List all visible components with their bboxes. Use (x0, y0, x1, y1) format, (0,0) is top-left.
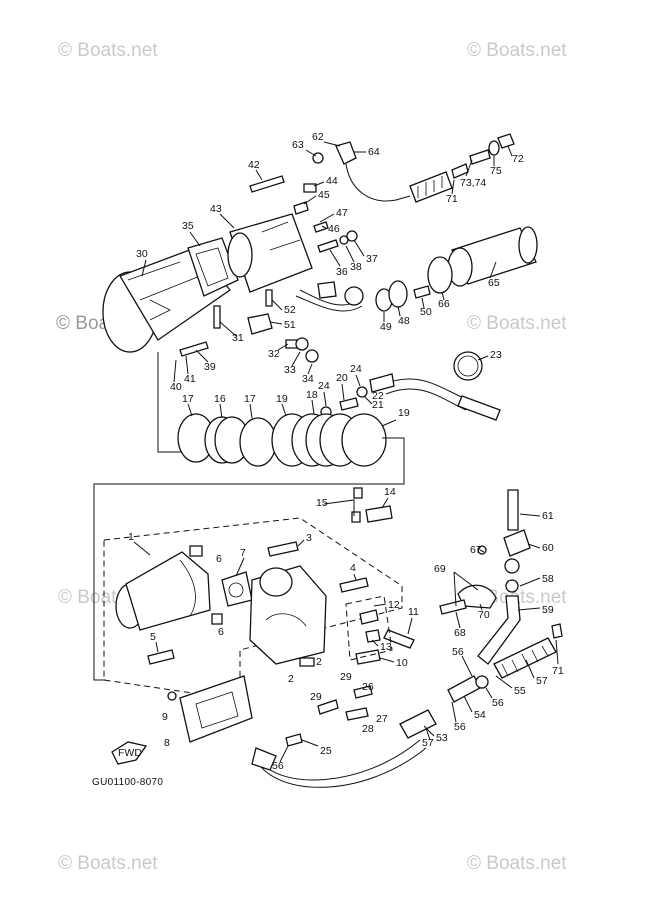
callout: 39 (204, 361, 216, 373)
callout: 31 (232, 332, 244, 344)
callout: 68 (454, 627, 466, 639)
callout: 61 (542, 510, 554, 522)
callout: 29 (310, 691, 322, 703)
callout: 10 (396, 657, 408, 669)
callout: 14 (384, 486, 396, 498)
callout: 7 (240, 547, 246, 559)
callout: 36 (336, 266, 348, 278)
callout: 63 (292, 139, 304, 151)
callout: 59 (542, 604, 554, 616)
callout: 38 (350, 261, 362, 273)
callout: 44 (326, 175, 338, 187)
callout: 25 (320, 745, 332, 757)
callout: 58 (542, 573, 554, 585)
callout: 56 (272, 760, 284, 772)
callout: 46 (328, 223, 340, 235)
watermark: © Boats.net (58, 40, 158, 61)
callout: 3 (306, 532, 312, 544)
callout: 33 (284, 364, 296, 376)
callout: 9 (162, 711, 168, 723)
callout: 2 (316, 656, 322, 668)
callout: 73,74 (460, 177, 486, 189)
callout: 23 (490, 349, 502, 361)
fwd-label: FWD (118, 747, 142, 759)
exhaust-manifold-assembly: FWD (103, 487, 563, 788)
callout: 5 (150, 631, 156, 643)
callout: 50 (420, 306, 432, 318)
callout: 27 (376, 713, 388, 725)
callout: 19 (398, 407, 410, 419)
callout: 21 (372, 399, 384, 411)
callout: 53 (436, 732, 448, 744)
callout: 54 (474, 709, 486, 721)
callout: 72 (512, 153, 524, 165)
diagram-code: GU01100-8070 (92, 777, 164, 788)
callout: 56 (454, 721, 466, 733)
callout: 55 (514, 685, 526, 697)
callout: 52 (284, 304, 296, 316)
callout: 12 (388, 599, 400, 611)
callout: 16 (214, 393, 226, 405)
callout: 47 (336, 207, 348, 219)
callout: 42 (248, 159, 260, 171)
callout: 32 (268, 348, 280, 360)
callout: 17 (182, 393, 194, 405)
callout: 29 (340, 671, 352, 683)
callout: 57 (422, 737, 434, 749)
callout: 43 (210, 203, 222, 215)
callout: 51 (284, 319, 296, 331)
watermark: © Boats.net (58, 853, 158, 874)
callout: 56 (452, 646, 464, 658)
callout: 69 (434, 563, 446, 575)
callout: 62 (312, 131, 324, 143)
watermark: © Boats.net (467, 313, 567, 334)
callout: 1 (128, 531, 134, 543)
callout: 26 (362, 681, 374, 693)
callout: 4 (350, 562, 356, 574)
callout: 2 (288, 673, 294, 685)
callout: 41 (184, 373, 196, 385)
watermark: © Boats.net (467, 40, 567, 61)
callout: 57 (536, 675, 548, 687)
callout: 6 (216, 553, 222, 565)
callout: 45 (318, 189, 330, 201)
callout: 13 (380, 641, 392, 653)
callout: 28 (362, 723, 374, 735)
callout: 65 (488, 277, 500, 289)
callout: 75 (490, 165, 502, 177)
callout: 18 (306, 389, 318, 401)
callout: 37 (366, 253, 378, 265)
callout: 11 (408, 606, 419, 618)
hose-clamp-row (93, 352, 405, 681)
callout: 71 (552, 665, 564, 677)
callout-labels: 1 2 2 3 4 5 6 6 7 8 9 10 11 12 13 14 15 … (128, 131, 564, 772)
callout: 24 (350, 363, 362, 375)
callout: 40 (170, 381, 182, 393)
callout: 67 (470, 544, 482, 556)
exhaust-chamber-assembly (102, 133, 538, 421)
callout: 22 (372, 390, 384, 402)
callout: 35 (182, 220, 194, 232)
callout: 64 (368, 146, 380, 158)
callout: 70 (478, 609, 490, 621)
callout: 15 (316, 497, 328, 509)
callout: 71 (446, 193, 458, 205)
callout: 60 (542, 542, 554, 554)
callout: 48 (398, 315, 410, 327)
callout: 34 (302, 373, 314, 385)
callout: 24 (318, 380, 330, 392)
watermark: © Boats.net (467, 853, 567, 874)
callout: 17 (244, 393, 256, 405)
callout: 56 (492, 697, 504, 709)
callout: 66 (438, 298, 450, 310)
callout: 49 (380, 321, 392, 333)
callout: 30 (136, 248, 148, 260)
callout: 19 (276, 393, 288, 405)
callout: 20 (336, 372, 348, 384)
fwd-arrow: FWD (111, 741, 148, 765)
callout: 6 (218, 626, 224, 638)
callout: 8 (164, 737, 170, 749)
